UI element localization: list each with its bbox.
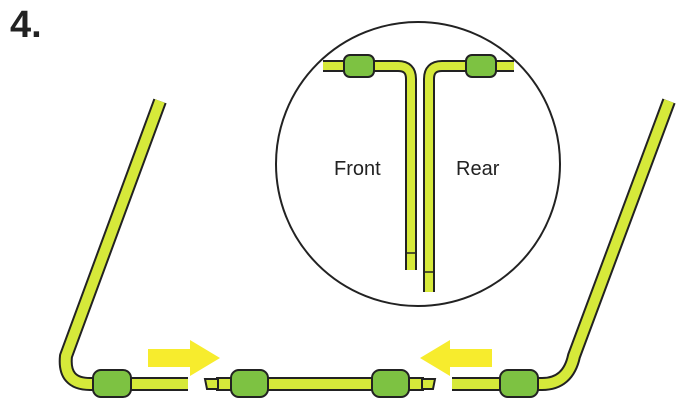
inset-circle <box>275 21 561 307</box>
arrow-right-icon <box>148 340 220 376</box>
arrow-left-icon <box>420 340 492 376</box>
rear-rod-connector <box>465 54 497 78</box>
rear-rod <box>423 54 514 292</box>
inset-detail: Front Rear <box>275 21 561 307</box>
rear-label: Rear <box>456 158 500 180</box>
right-bent-rod <box>452 98 676 398</box>
middle-rod-connector-left <box>230 369 269 398</box>
middle-rod <box>203 369 437 398</box>
middle-rod-left-tip <box>203 378 219 390</box>
left-bent-rod <box>58 98 188 398</box>
front-rod <box>323 54 417 270</box>
step-number: 4. <box>10 4 42 46</box>
middle-rod-right-tip <box>421 378 437 390</box>
middle-rod-connector-right <box>371 369 410 398</box>
left-rod-connector <box>92 369 132 398</box>
front-label: Front <box>334 158 381 180</box>
right-rod-connector <box>499 369 539 398</box>
front-rod-connector <box>343 54 375 78</box>
